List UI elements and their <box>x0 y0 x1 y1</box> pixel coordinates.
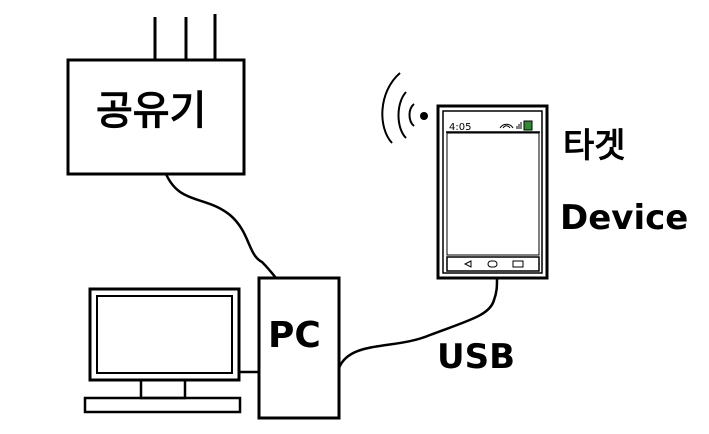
monitor-frame <box>88 287 241 382</box>
target-label-line2: Device <box>560 198 689 238</box>
nav-home-icon <box>487 260 498 268</box>
usb-cable <box>337 278 499 369</box>
status-wifi-icon-inner <box>502 125 511 129</box>
phone-body <box>436 104 549 280</box>
router <box>66 14 246 176</box>
wifi-dot <box>420 112 428 120</box>
status-wifi-icon <box>499 123 514 129</box>
target-label-line1: 타겟 <box>563 126 626 166</box>
phone-status-time: 4:05 <box>449 122 471 133</box>
wifi-wave-large <box>381 72 401 144</box>
monitor-screen <box>96 295 233 374</box>
nav-back-icon <box>463 260 472 268</box>
wifi-icon <box>381 72 428 144</box>
wifi-wave-small <box>408 103 415 127</box>
monitor <box>83 287 242 414</box>
status-battery-icon <box>523 120 533 131</box>
phone-screen <box>446 132 540 256</box>
wifi-wave-medium <box>397 91 407 139</box>
usb-label: USB <box>437 337 516 377</box>
keyboard <box>83 396 242 414</box>
nav-recent-icon <box>512 260 524 268</box>
monitor-neck <box>139 378 187 400</box>
router-label: 공유기 <box>96 88 207 134</box>
smartphone <box>436 104 549 280</box>
phone-inner <box>442 110 543 274</box>
router-pc-cable <box>164 173 277 279</box>
pc-tower <box>257 276 341 420</box>
pc-label: PC <box>268 315 321 356</box>
router-box <box>66 58 246 176</box>
phone-navbar <box>446 256 540 272</box>
